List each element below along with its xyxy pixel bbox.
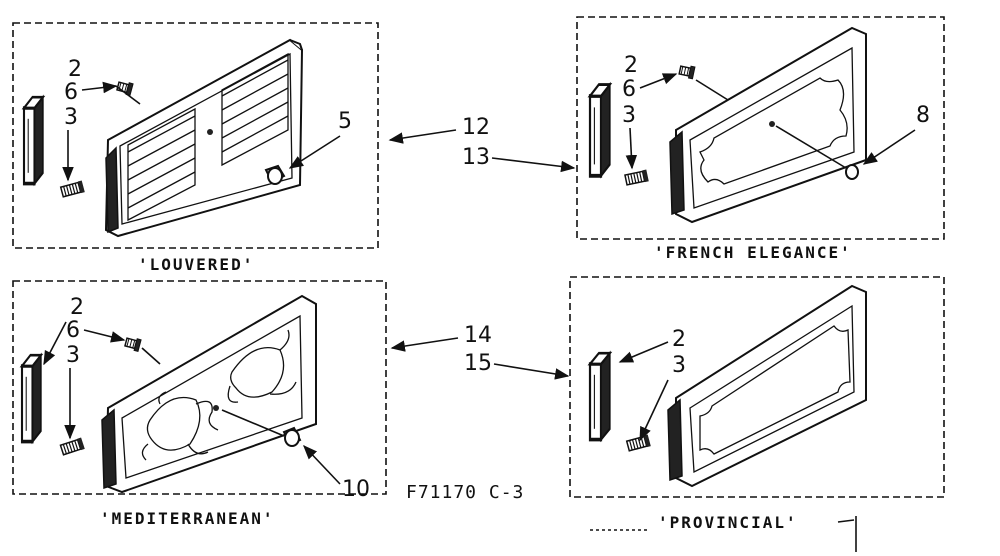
callout-15: 15 xyxy=(464,351,492,376)
callout-3: 3 xyxy=(622,103,636,128)
callout-3: 3 xyxy=(64,105,78,130)
screw-part xyxy=(123,335,142,353)
push-knob-5 xyxy=(264,164,286,185)
drawing-code: F71170 C-3 xyxy=(406,482,524,503)
panel-frame xyxy=(576,16,945,240)
panel-frame xyxy=(12,22,379,249)
spring-part xyxy=(59,179,86,199)
callout-2: 2 xyxy=(68,57,82,82)
center-hole xyxy=(207,129,213,135)
callout-6: 6 xyxy=(66,318,80,343)
spring-part xyxy=(625,433,652,453)
left-louvers xyxy=(127,107,196,222)
right-louvers xyxy=(221,52,289,167)
caption-french-elegance: 'FRENCH ELEGANCE' xyxy=(654,243,852,262)
callout-8: 8 xyxy=(916,103,930,128)
center-callouts-top: 12 13 xyxy=(388,115,576,173)
center-hole xyxy=(769,121,775,127)
callout-6: 6 xyxy=(622,77,636,102)
callout-3: 3 xyxy=(672,353,686,378)
spring-part xyxy=(624,168,650,187)
spring-part xyxy=(59,436,86,457)
panel-frame xyxy=(12,280,387,495)
panel-louvered: 2 6 3 5 'LOUVERED' xyxy=(12,22,379,274)
center-callouts-bottom: 14 15 xyxy=(390,323,570,380)
callout-14: 14 xyxy=(464,323,492,348)
french-elegance-grille xyxy=(669,26,867,224)
callout-12: 12 xyxy=(462,115,490,140)
scan-mark xyxy=(837,519,855,523)
callout-2: 2 xyxy=(672,327,686,352)
caption-louvered: 'LOUVERED' xyxy=(138,255,254,274)
louvered-grille xyxy=(104,38,304,238)
center-hole xyxy=(213,405,219,411)
callout-13: 13 xyxy=(462,145,490,170)
callout-2: 2 xyxy=(624,53,638,78)
mediterranean-grille xyxy=(101,294,317,494)
panel-mediterranean: 2 6 3 10 'MEDITERRANEAN' xyxy=(12,280,387,528)
callout-5: 5 xyxy=(338,109,352,134)
callout-2: 2 xyxy=(70,295,84,320)
push-knob-10 xyxy=(282,426,302,447)
callout-3: 3 xyxy=(66,343,80,368)
callout-10: 10 xyxy=(342,477,370,502)
knob-part xyxy=(588,82,612,178)
callout-6: 6 xyxy=(64,80,78,105)
knob-part xyxy=(22,95,45,186)
screw-part xyxy=(678,63,696,80)
caption-provincial: 'PROVINCIAL' xyxy=(658,513,798,532)
panel-french-elegance: 2 6 3 8 'FRENCH ELEGANCE' xyxy=(576,16,945,262)
panel-frame xyxy=(569,276,945,498)
panel-provincial: 2 3 'PROVINCIAL' xyxy=(569,276,945,552)
provincial-grille xyxy=(667,284,867,488)
knob-part xyxy=(588,351,612,442)
caption-mediterranean: 'MEDITERRANEAN' xyxy=(100,509,275,528)
push-knob-8 xyxy=(845,164,859,180)
knob-part xyxy=(20,353,43,444)
